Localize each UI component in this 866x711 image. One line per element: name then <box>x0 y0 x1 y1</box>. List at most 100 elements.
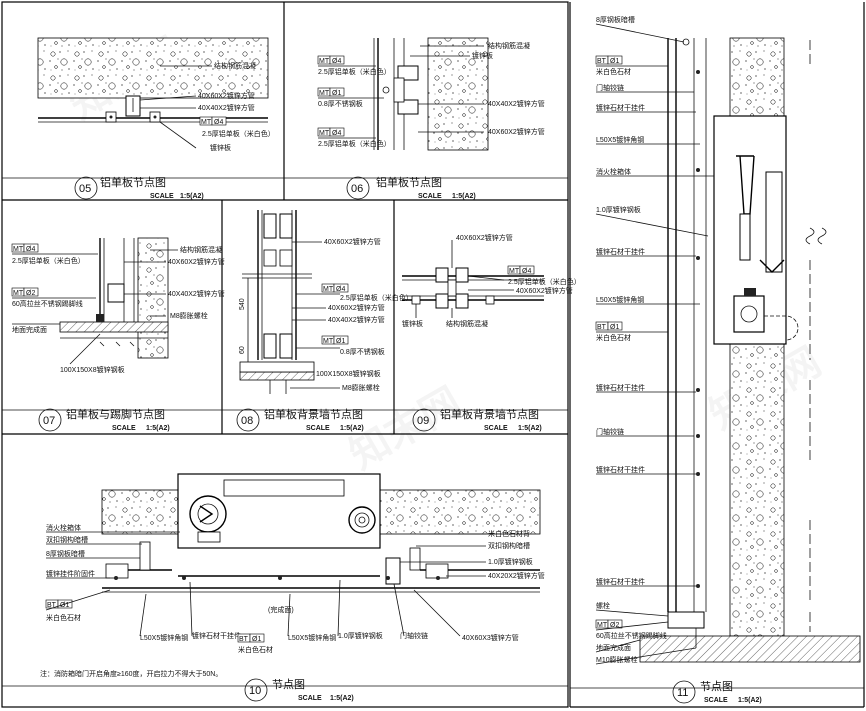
label-09-b1: 镀锌板 <box>402 319 423 328</box>
tag-07b-code: MT <box>13 290 24 297</box>
tag-05-code: MT <box>201 119 212 126</box>
title-05: 铝单板节点图 <box>100 175 166 189</box>
base-plate <box>239 371 315 381</box>
label-11-18: M10膨胀螺栓 <box>596 655 638 664</box>
label-09-r2: 40X60X2镀锌方管 <box>516 286 573 295</box>
concrete-wall-upper <box>729 37 785 117</box>
label-11-8: 镀锌石材干挂件 <box>596 247 645 256</box>
label-11-11: 镀锌石材干挂件 <box>596 383 645 392</box>
dim-08-60: 60 <box>239 346 246 354</box>
label-05-5: 镀锌板 <box>210 143 231 152</box>
tag-05-no: Ø4 <box>214 119 223 126</box>
dim-08-540: 540 <box>239 298 246 310</box>
label-10-b4: L50X5镀锌角钢 <box>288 633 336 642</box>
detail-09: 40X60X2镀锌方管 MT Ø4 2.5厚铝单板（米白色） 40X60X2镀锌… <box>402 233 581 432</box>
label-08-r5: 0.8厚不锈钢板 <box>340 347 385 356</box>
scale-label-10: SCALE <box>298 695 322 702</box>
label-11-1: 8厚钢板暗槽 <box>596 15 635 24</box>
label-08-r6: 100X150X8镀锌钢板 <box>316 369 381 378</box>
label-11-13: 镀锌石材干挂件 <box>596 465 645 474</box>
label-07-1: 2.5厚铝单板（米白色） <box>12 256 85 265</box>
tag-10b-code: BT <box>239 636 249 643</box>
label-08-r2: 2.5厚铝单板（米白色） <box>340 293 413 302</box>
label-06-r3: 40X40X2镀锌方管 <box>488 99 545 108</box>
tag-11c-no: Ø2 <box>610 622 619 629</box>
label-07-r1: 结构钢筋混凝 <box>180 245 222 254</box>
scale-label-05: SCALE <box>150 193 174 200</box>
label-07-4: 100X150X8镀锌钢板 <box>60 365 125 374</box>
label-06-2: 0.8厚不锈钢板 <box>318 99 363 108</box>
label-09-t1: 40X60X2镀锌方管 <box>456 233 513 242</box>
floor-finish <box>59 321 169 333</box>
tag-10a-no: Ø1 <box>60 602 69 609</box>
label-05-3: 40X40X2镀锌方管 <box>198 103 255 112</box>
tag-06c-code: MT <box>319 130 330 137</box>
label-10-l4: 镀锌挂件阶固件 <box>46 569 95 578</box>
tag-11c-code: MT <box>597 622 608 629</box>
title-11: 节点图 <box>700 680 733 693</box>
tag-08b-code: MT <box>323 338 334 345</box>
tag-06c-no: Ø4 <box>332 130 341 137</box>
label-09-r1: 2.5厚铝单板（米白色） <box>508 277 581 286</box>
label-10-l2: 双扣钢构暗槽 <box>46 535 88 544</box>
label-11-16: 60高拉丝不锈钢踢脚线 <box>596 631 667 640</box>
label-06-3: 2.5厚铝单板（米白色） <box>318 139 391 148</box>
label-05-1: 结构钢筋混凝 <box>214 61 256 70</box>
scale-label-06: SCALE <box>418 193 442 200</box>
detail-08: 540 60 40X60X2镀锌方管 MT Ø4 2.5厚铝单板（米白色） 40… <box>236 210 413 432</box>
label-11-2: 米白色石材 <box>596 67 631 76</box>
label-11-5: L50X5镀锌角钢 <box>596 135 644 144</box>
label-11-9: L50X5镀锌角钢 <box>596 295 644 304</box>
detail-05: 结构钢筋混凝 40X60X2镀锌方管 40X40X2镀锌方管 MT Ø4 2.5… <box>37 37 275 200</box>
scale-label-07: SCALE <box>112 425 136 432</box>
label-10-b3: 米白色石材 <box>238 645 273 654</box>
scale-value-09: 1:5(A2) <box>518 425 542 432</box>
detail-11: 8厚钢板暗槽 BT Ø1 米白色石材 门轴铰链 镀锌石材干挂件 L50X5镀锌角… <box>595 15 861 704</box>
label-11-7: 1.0厚镀锌钢板 <box>596 205 641 214</box>
tag-11b-no: Ø1 <box>610 324 619 331</box>
detail-number-05 <box>74 176 98 200</box>
label-06-r2: 镀锌板 <box>472 51 493 60</box>
detail-number-10 <box>244 678 268 702</box>
label-10-mid: (完成面) <box>268 605 294 614</box>
label-08-r7: M8膨胀螺栓 <box>342 383 380 392</box>
label-09-b2: 结构钢筋混凝 <box>446 319 488 328</box>
detail-06: MT Ø4 2.5厚铝单板（米白色） MT Ø1 0.8厚不锈钢板 MT Ø4 … <box>317 37 545 200</box>
label-10-r1: 米白色石材背 <box>488 529 530 538</box>
tag-09-no: Ø4 <box>522 268 531 275</box>
tag-09-code: MT <box>509 268 520 275</box>
label-07-3: 地面完成面 <box>12 325 47 334</box>
tag-06a-no: Ø4 <box>332 58 341 65</box>
title-10: 节点图 <box>272 678 305 691</box>
label-08-r3: 40X60X2镀锌方管 <box>328 303 385 312</box>
svg-text:06: 06 <box>351 183 363 195</box>
svg-text:11: 11 <box>677 687 688 699</box>
label-07-r2: 40X60X2镀锌方管 <box>168 257 225 266</box>
detail-number-09 <box>412 408 436 432</box>
tag-07a-code: MT <box>13 246 24 253</box>
scale-value-05: 1:5(A2) <box>180 193 204 200</box>
label-10-l3: 8厚钢板暗槽 <box>46 549 85 558</box>
label-05-4: 2.5厚铝单板（米白色） <box>202 129 275 138</box>
label-10-r3: 1.0厚镀锌钢板 <box>488 557 533 566</box>
detail-number-08 <box>236 408 260 432</box>
svg-text:07: 07 <box>43 415 55 427</box>
detail-07: MT Ø4 2.5厚铝单板（米白色） MT Ø2 60高拉丝不锈钢踢脚线 地面完… <box>11 237 225 432</box>
concrete-wall-lower <box>729 343 785 637</box>
detail-number-06 <box>346 176 370 200</box>
label-07-r3: 40X40X2镀锌方管 <box>168 289 225 298</box>
tag-08b-no: Ø1 <box>336 338 345 345</box>
svg-text:10: 10 <box>249 685 261 697</box>
scale-value-07: 1:5(A2) <box>146 425 170 432</box>
label-06-r1: 结构钢筋混凝 <box>488 41 530 50</box>
label-06-r4: 40X60X2镀锌方管 <box>488 127 545 136</box>
scale-value-06: 1:5(A2) <box>452 193 476 200</box>
tag-06a-code: MT <box>319 58 330 65</box>
label-10-l5: 米白色石材 <box>46 613 81 622</box>
detail-number-11 <box>672 680 696 704</box>
label-07-2: 60高拉丝不锈钢踢脚线 <box>12 299 83 308</box>
scale-value-10: 1:5(A2) <box>330 695 354 702</box>
floor-slab <box>639 635 861 663</box>
title-06: 铝单板节点图 <box>376 175 442 189</box>
